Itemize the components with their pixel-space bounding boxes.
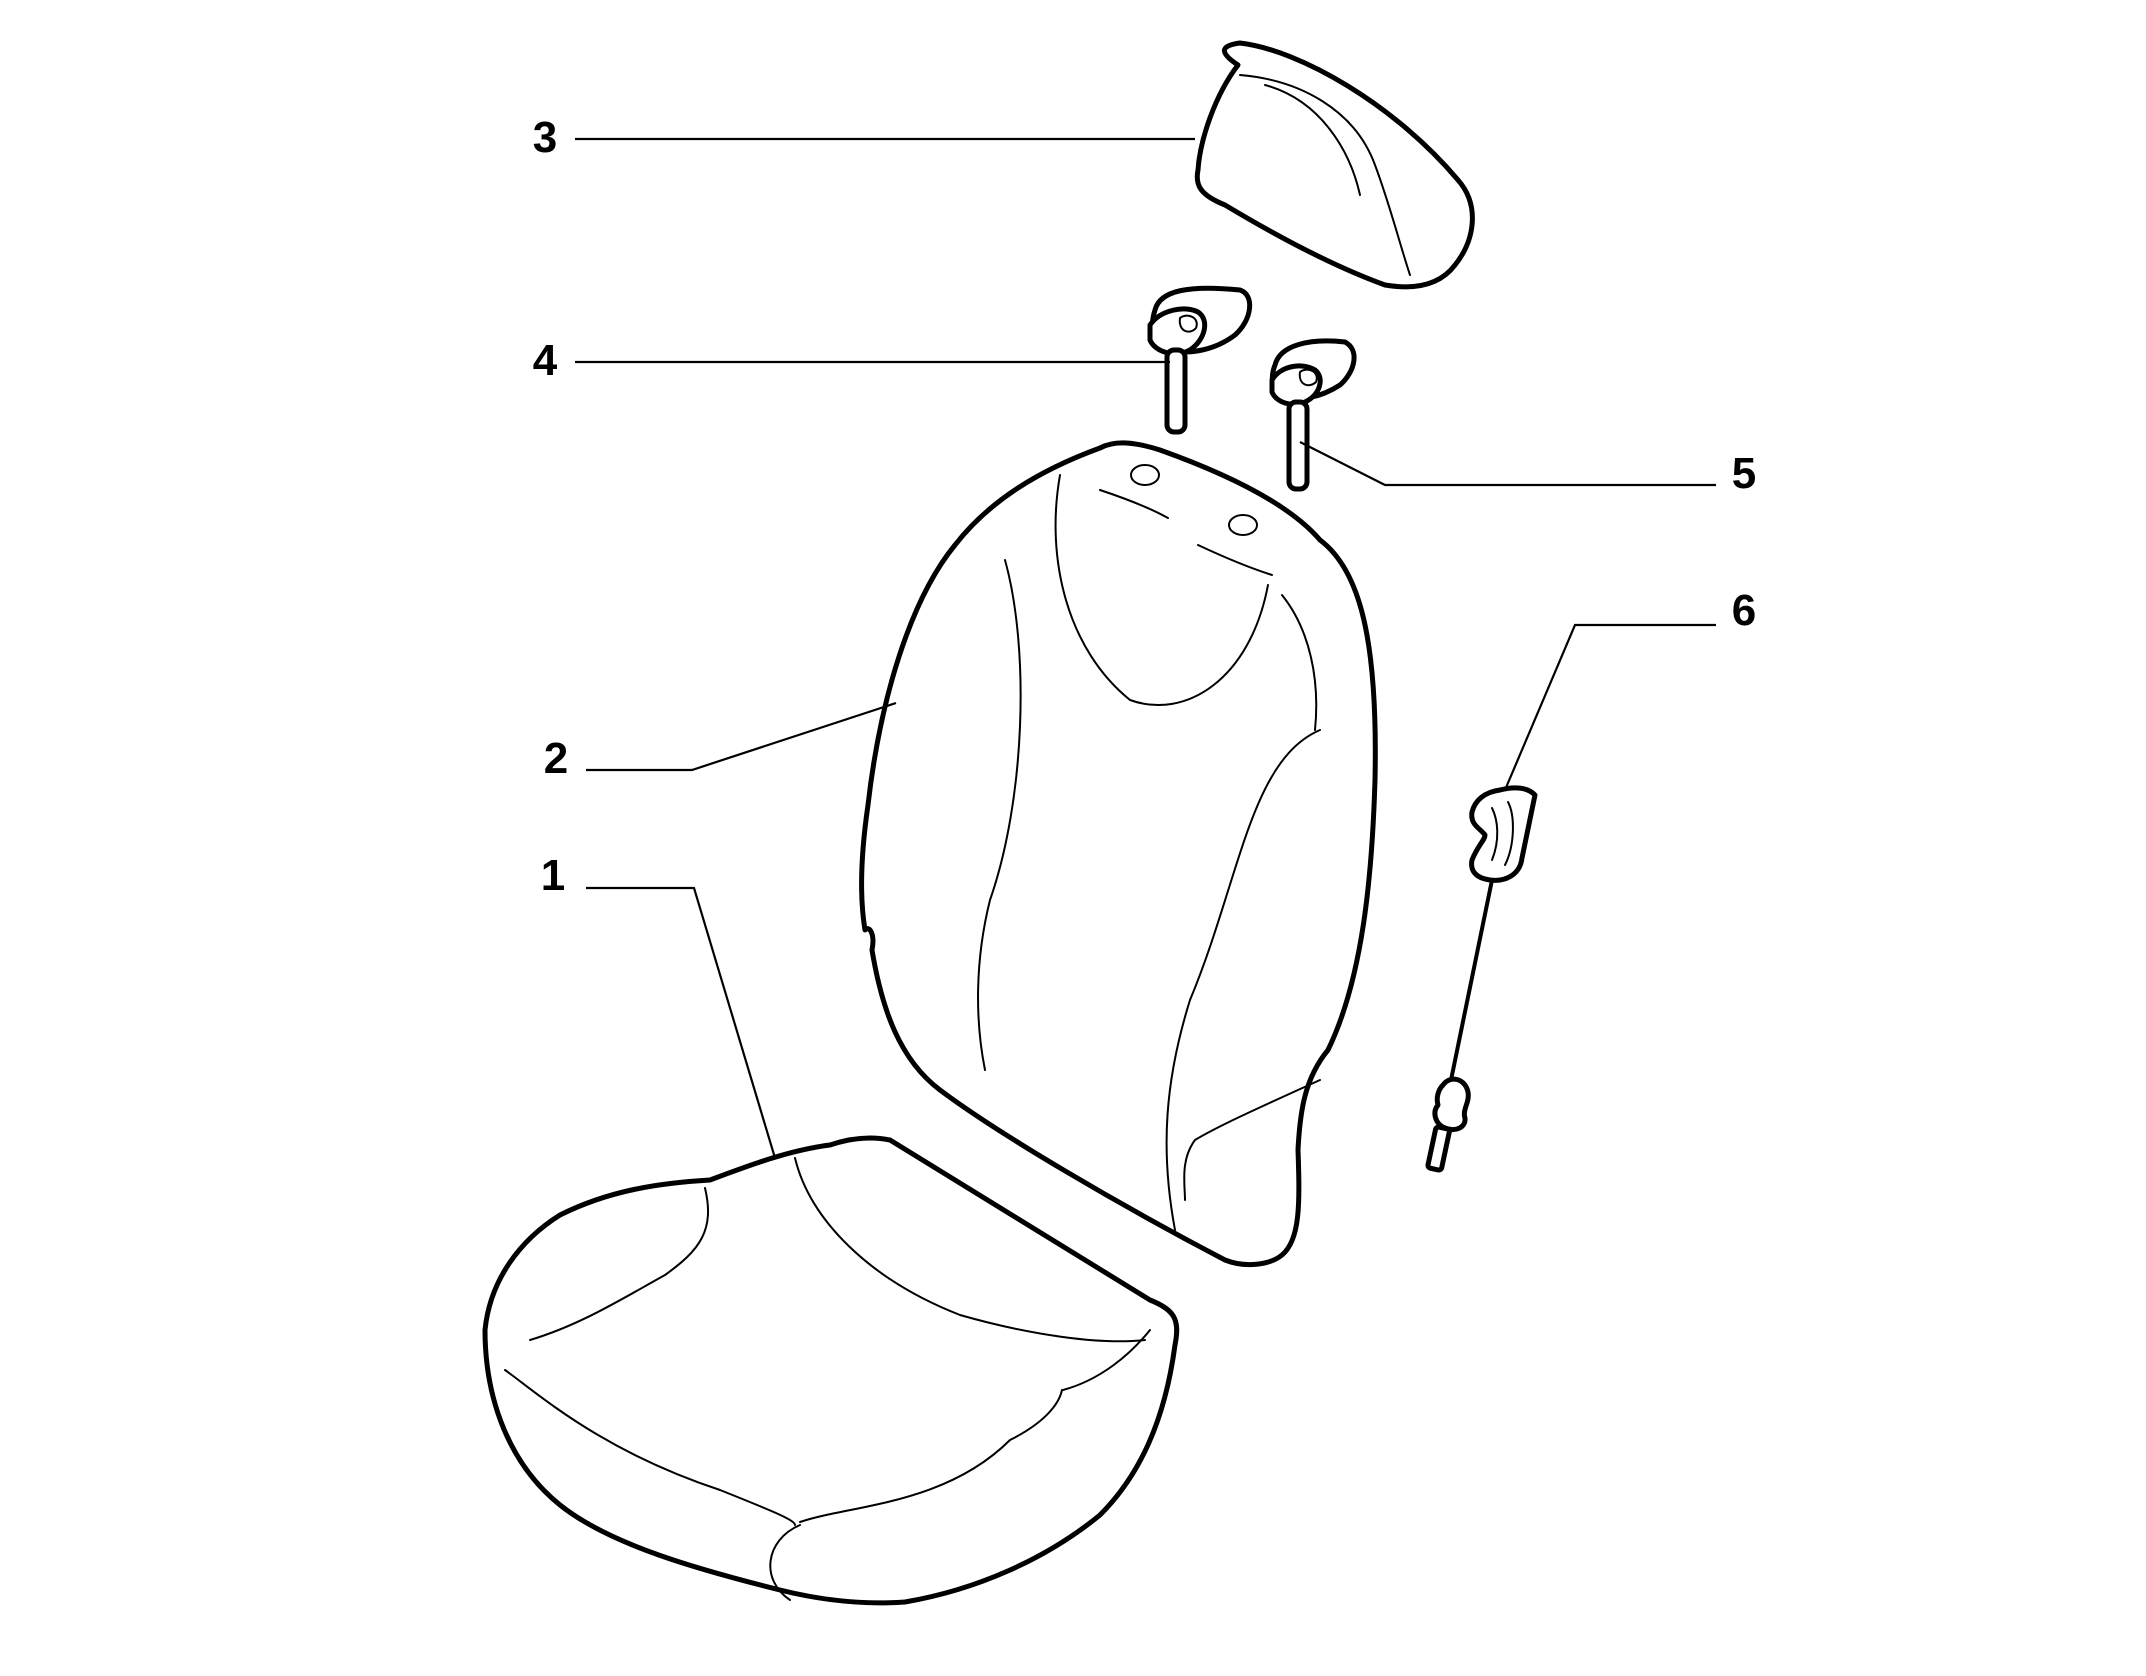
callout-4: 4: [533, 336, 558, 385]
seat-cushion[interactable]: [482, 1135, 1180, 1606]
callout-2: 2: [544, 734, 568, 783]
leader-line-1: [586, 886, 777, 1159]
seat-backrest[interactable]: [859, 440, 1378, 1268]
headrest-guide-left[interactable]: [1147, 285, 1252, 435]
leader-line-5: [1299, 441, 1716, 487]
callout-3: 3: [533, 113, 557, 162]
leader-line-2: [586, 701, 897, 772]
callout-5: 5: [1732, 449, 1756, 498]
headrest[interactable]: [1194, 40, 1475, 290]
release-cable[interactable]: [1425, 785, 1538, 1173]
callout-1: 1: [541, 851, 565, 900]
leader-line-6: [1503, 623, 1716, 791]
headrest-guide-right[interactable]: [1269, 338, 1357, 492]
callout-6: 6: [1732, 586, 1756, 635]
